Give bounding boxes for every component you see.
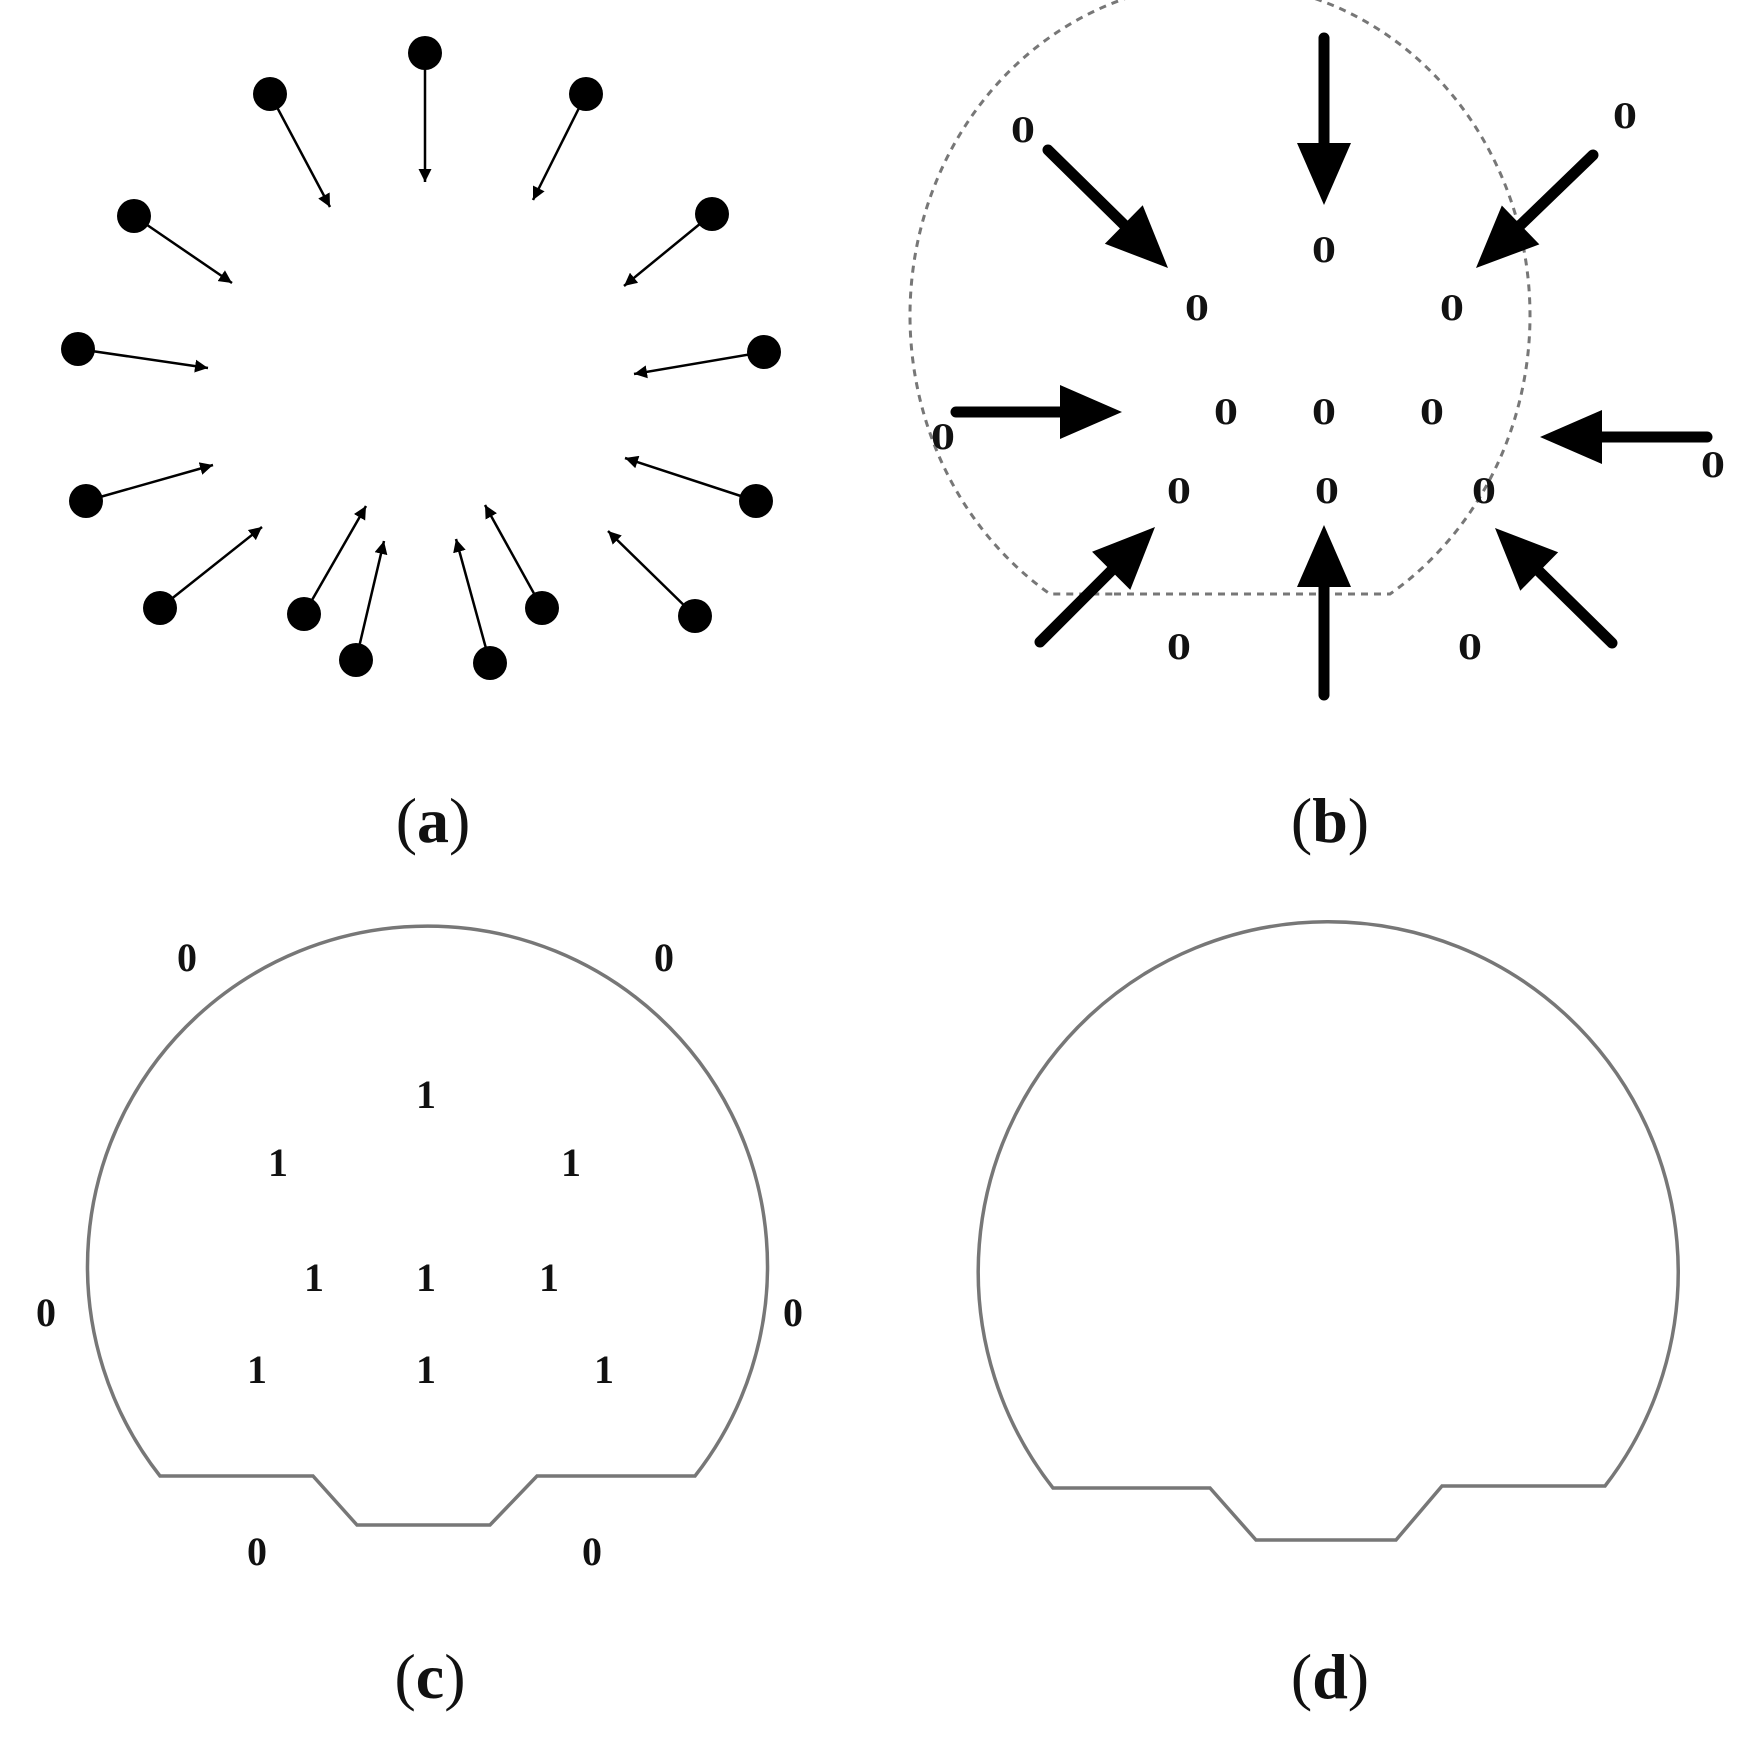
cell-label: 0 <box>1440 289 1464 329</box>
inward-arrow-head <box>1540 410 1602 464</box>
velocity-arrow <box>85 462 214 503</box>
caption-b: (b) <box>1291 785 1369 856</box>
inward-arrow-head <box>1060 385 1122 439</box>
cell-label: 0 <box>1701 446 1725 486</box>
inward-arrow-head <box>1476 205 1540 268</box>
inside-label: 1 <box>416 1255 436 1300</box>
cell-label: 0 <box>1011 111 1035 151</box>
tunnel-outline-dashed <box>908 0 1532 596</box>
cell-label: 0 <box>1312 393 1336 433</box>
velocity-arrow <box>133 214 233 285</box>
inward-arrow-head <box>1104 205 1168 268</box>
cell-label: 0 <box>1185 289 1209 329</box>
velocity-arrow <box>531 93 588 201</box>
tunnel-outline <box>85 924 770 1527</box>
tunnel-outline <box>976 920 1680 1542</box>
inward-arrow-shaft <box>1042 144 1133 233</box>
cell-label: 0 <box>1420 393 1444 433</box>
velocity-arrow <box>607 530 696 617</box>
inside-label: 1 <box>539 1255 559 1300</box>
velocity-arrow <box>302 505 368 615</box>
inside-label: 1 <box>268 1140 288 1185</box>
outside-label: 0 <box>582 1529 602 1574</box>
panel-a: (a) <box>61 36 781 856</box>
outside-label: 0 <box>247 1529 267 1574</box>
cell-label: 0 <box>1315 472 1339 512</box>
inward-arrow-shaft <box>1512 149 1599 234</box>
cell-label: 0 <box>1312 231 1336 271</box>
outside-label: 0 <box>654 935 674 980</box>
panel-d: (d) <box>976 920 1680 1712</box>
caption-d: (d) <box>1291 1641 1369 1712</box>
velocity-arrow <box>77 347 209 373</box>
inward-arrow-head <box>1092 527 1155 590</box>
inside-label: 1 <box>247 1347 267 1392</box>
velocity-arrow <box>623 213 713 287</box>
velocity-arrow <box>453 538 492 664</box>
inside-label: 1 <box>561 1140 581 1185</box>
velocity-arrow <box>624 455 757 503</box>
caption-c: (c) <box>394 1641 465 1712</box>
outside-label: 0 <box>783 1290 803 1335</box>
cell-label: 0 <box>1167 628 1191 668</box>
inward-arrow-shaft <box>1034 562 1120 648</box>
cell-label: 0 <box>931 418 955 458</box>
velocity-arrow <box>159 526 263 609</box>
outside-label: 0 <box>177 935 197 980</box>
inward-arrow-head <box>1495 528 1559 591</box>
inward-arrow-head <box>1297 143 1351 205</box>
panel-c: 0 0 0 0 0 0 1 1 1 1 1 1 1 1 1 (c) <box>36 924 803 1712</box>
cell-label: 0 <box>1167 472 1191 512</box>
particle-group <box>61 36 781 680</box>
label-group: 0 0 0 0 0 0 1 1 1 1 1 1 1 1 1 <box>36 935 803 1574</box>
velocity-arrow <box>633 350 765 379</box>
velocity-arrow <box>483 504 544 609</box>
caption-a: (a) <box>396 785 471 856</box>
inward-arrow-head <box>1297 525 1351 587</box>
inside-label: 1 <box>594 1347 614 1392</box>
outside-label: 0 <box>36 1290 56 1335</box>
cell-label: 0 <box>1458 628 1482 668</box>
velocity-arrow <box>354 540 388 661</box>
inside-label: 1 <box>304 1255 324 1300</box>
velocity-arrow <box>268 93 332 208</box>
inside-label: 1 <box>416 1347 436 1392</box>
inward-arrow-shaft <box>1530 563 1618 649</box>
cell-label: 0 <box>1613 97 1637 137</box>
cell-label: 0 <box>1214 393 1238 433</box>
cell-label: 0 <box>1472 472 1496 512</box>
arrow-group <box>950 32 1713 701</box>
inside-label: 1 <box>416 1072 436 1117</box>
